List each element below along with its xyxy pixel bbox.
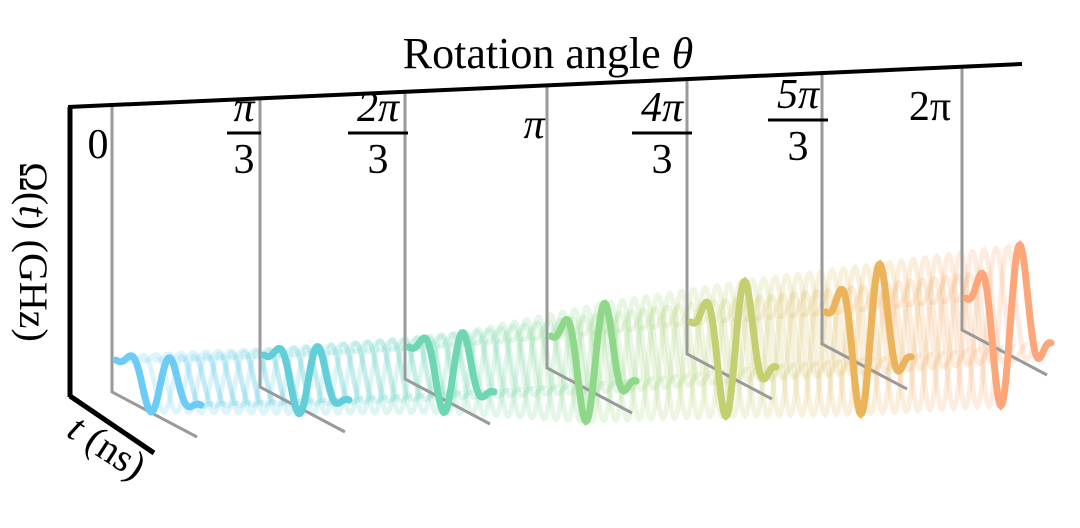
- interpolated-waveform: [743, 271, 831, 419]
- interpolated-waveform: [189, 349, 278, 416]
- interpolated-waveform: [765, 268, 854, 419]
- tick-label-denominator: 3: [368, 137, 389, 183]
- waveform-0: [112, 352, 205, 416]
- highlighted-waveforms: [112, 240, 1055, 426]
- interpolated-waveform: [893, 251, 981, 414]
- interpolated-waveform: [905, 249, 993, 413]
- interpolated-waveform: [459, 319, 548, 419]
- interpolated-waveform: [471, 316, 559, 420]
- interpolated-waveform: [483, 314, 572, 421]
- interpolated-waveform: [252, 345, 340, 417]
- waveform-5: [822, 259, 915, 419]
- interpolated-waveform: [638, 286, 726, 422]
- interpolated-waveform: [164, 350, 253, 416]
- interpolated-waveform: [543, 301, 632, 424]
- waveform-2: [405, 329, 498, 417]
- interpolated-waveform: [614, 290, 703, 423]
- tick-label-denominator: 3: [788, 124, 809, 170]
- interpolated-waveform: [202, 348, 290, 416]
- interpolated-waveform: [929, 246, 1017, 412]
- interpolated-waveform: [435, 324, 524, 417]
- tick-label-numerator: 5π: [777, 72, 820, 118]
- interpolated-waveform: [399, 330, 488, 415]
- interpolated-waveform: [754, 269, 842, 419]
- interpolated-waveform: [834, 259, 922, 417]
- tick-label: 2π: [909, 84, 951, 130]
- depth-axis-line: [67, 62, 1023, 109]
- axis-title-rotation-angle: Rotation angle θ: [403, 29, 693, 78]
- tick-label-numerator: π: [233, 85, 255, 131]
- tick-frame-1: [258, 97, 346, 434]
- y-axis-label: Ω(t) (GHz): [11, 162, 56, 342]
- interpolated-waveform: [423, 326, 512, 417]
- interpolated-waveform: [567, 297, 655, 424]
- interpolated-waveform: [603, 292, 691, 423]
- x-axis-label: t (ns): [60, 405, 154, 488]
- interpolated-waveform: [846, 257, 934, 417]
- interpolated-waveform: [495, 311, 584, 421]
- waveform-6: [962, 240, 1055, 411]
- interpolated-waveform: [387, 332, 475, 416]
- waveform-1: [260, 343, 353, 418]
- interpolated-waveform: [579, 295, 667, 424]
- interpolated-waveform: [239, 346, 328, 416]
- tick-frames: [110, 65, 1048, 439]
- interpolated-waveform: [708, 275, 796, 420]
- interpolated-waveform: [152, 351, 240, 415]
- tick-label: 0: [88, 122, 109, 168]
- tick-frame-3: [545, 84, 633, 415]
- tick-label-denominator: 3: [234, 137, 255, 183]
- tick-frame-2: [403, 91, 491, 426]
- interpolated-waveform: [917, 248, 1005, 412]
- interpolated-waveform: [881, 252, 969, 414]
- interpolated-waveform: [350, 335, 439, 416]
- interpolated-waveform: [626, 288, 714, 422]
- tick-label: π: [523, 102, 545, 148]
- waveform-3: [547, 299, 640, 426]
- waveform-4: [687, 276, 780, 421]
- tick-frame-5: [820, 71, 908, 391]
- interpolated-waveform: [338, 337, 426, 416]
- tick-label-denominator: 3: [652, 137, 673, 183]
- axes: [67, 62, 1023, 456]
- interpolated-waveform: [788, 265, 876, 419]
- interpolated-waveform: [326, 338, 414, 416]
- tick-frame-4: [685, 78, 773, 401]
- interpolated-waveform: [941, 244, 1029, 411]
- interpolated-waveform: [313, 339, 402, 416]
- interpolated-waveform: [177, 350, 265, 416]
- interpolated-waveform: [227, 347, 315, 416]
- interpolated-waveform: [777, 266, 865, 419]
- tick-frame-6: [960, 65, 1048, 377]
- interpolated-waveforms: [114, 241, 1052, 425]
- interpolated-waveform: [214, 347, 303, 416]
- angle-tick-labels: 0 π 3 2π 3 π 4π 3 5π 3 2π: [88, 72, 952, 183]
- tick-label-numerator: 4π: [641, 85, 684, 131]
- tick-label-numerator: 2π: [357, 85, 400, 131]
- tick-frame-0: [110, 104, 198, 439]
- interpolated-waveform: [362, 334, 451, 416]
- time-axis-line: [68, 393, 156, 456]
- interpolated-waveform: [720, 274, 808, 420]
